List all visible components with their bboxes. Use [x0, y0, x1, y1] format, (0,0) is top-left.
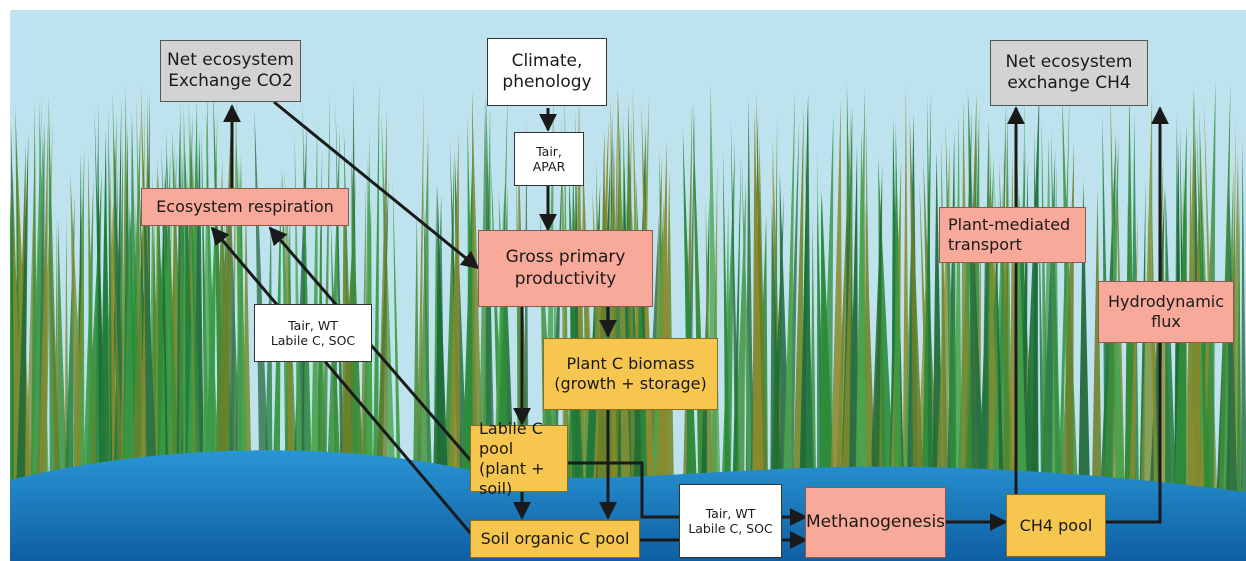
arrow-soil-to-resp [210, 226, 474, 536]
hydrodynamic-flux-box: Hydrodynamic flux [1098, 281, 1234, 343]
ch4-pool-box: CH4 pool [1006, 494, 1106, 557]
net-ecosystem-exchange-co2-box: Net ecosystem Exchange CO2 [160, 40, 301, 102]
plant-c-biomass-box: Plant C biomass (growth + storage) [543, 338, 718, 410]
net-ecosystem-exchange-ch4-box: Net ecosystem exchange CH4 [990, 40, 1148, 106]
arrow-neeco2-to-gpp [273, 100, 480, 270]
gross-primary-productivity-box: Gross primary productivity [478, 230, 653, 307]
plant-mediated-transport-box: Plant-mediated transport [939, 207, 1086, 263]
ecosystem-respiration-box: Ecosystem respiration [141, 188, 349, 226]
soil-organic-c-pool-box: Soil organic C pool [470, 520, 640, 558]
climate-phenology-box: Climate, phenology [487, 38, 607, 106]
methanogenesis-box: Methanogenesis [805, 487, 946, 558]
tair-wt-labile-soc-right-box: Tair, WT Labile C, SOC [679, 484, 782, 558]
tair-apar-box: Tair, APAR [514, 132, 584, 186]
labile-c-pool-box: Labile C pool (plant + soil) [470, 419, 568, 498]
tair-wt-labile-soc-left-box: Tair, WT Labile C, SOC [254, 304, 372, 362]
arrow-ch4-to-hydro [1106, 106, 1169, 524]
